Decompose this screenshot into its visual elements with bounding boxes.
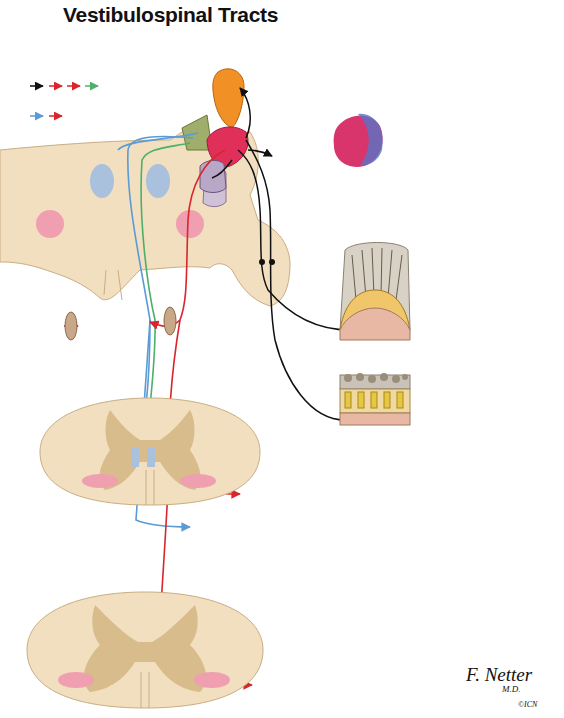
ganglion-cell: [259, 259, 265, 265]
otoconium: [344, 374, 352, 382]
ganglion: [65, 312, 77, 340]
tract-pink: [194, 672, 230, 688]
tract-pink: [180, 474, 216, 488]
copyright-mark: ©ICN: [518, 700, 537, 709]
legend-arrow: [49, 85, 62, 87]
hair-bundle: [388, 250, 392, 298]
hair-cell: [358, 392, 364, 408]
mlf-blue: [147, 447, 155, 467]
legend-arrow: [30, 85, 43, 87]
fastigial-nucleus-shade: [358, 114, 383, 166]
crista-ampullaris: [340, 243, 410, 341]
otoconium: [356, 373, 364, 381]
cord-grey-matter: [84, 605, 206, 692]
hair-bundle: [362, 250, 366, 298]
otolithic-membrane: [340, 375, 410, 389]
hair-cell: [384, 392, 390, 408]
hair-cell: [371, 392, 377, 408]
vestibular-branch: [248, 150, 272, 156]
legend-arrows: [30, 86, 98, 116]
mlf-blue: [131, 447, 139, 467]
hair-cell: [397, 392, 403, 408]
medial-tract: [118, 133, 198, 150]
legend-arrow: [85, 85, 98, 87]
hair-bundle: [396, 255, 402, 300]
legend-arrow: [67, 85, 80, 87]
vestibular-branch: [212, 160, 232, 178]
median-fissure: [104, 270, 122, 300]
ganglion: [164, 307, 176, 335]
superior-vestibular-nucleus: [213, 69, 244, 128]
hair-bundle: [381, 248, 382, 296]
vestibular-nerve-fiber: [246, 140, 345, 420]
mlf-blue: [90, 164, 114, 198]
otoconium: [368, 375, 376, 383]
hair-cell-layer: [340, 389, 410, 413]
mlf-blue: [146, 164, 170, 198]
tract-pink: [58, 672, 94, 688]
hair-cell: [345, 392, 351, 408]
ventral-fissure: [141, 672, 149, 708]
lumbar-cord-section: [27, 592, 263, 708]
legend-arrow: [49, 115, 62, 117]
ventral-fissure: [146, 470, 154, 505]
nucleus-pink: [36, 210, 64, 238]
otoconium: [402, 374, 408, 380]
signature-degree: M.D.: [502, 684, 521, 694]
macula-base: [340, 413, 410, 425]
hair-bundle: [372, 248, 374, 296]
medial-tract-green: [141, 143, 190, 430]
nucleus-pink: [176, 210, 204, 238]
cord-white-matter: [40, 398, 260, 505]
crista-base: [340, 308, 410, 340]
cord-white-matter: [27, 592, 263, 708]
vestibular-nerve-fiber: [238, 150, 350, 330]
signature: F. Netter: [466, 664, 532, 686]
vestibular-branch: [240, 88, 250, 138]
diagram-title: Vestibulospinal Tracts: [63, 3, 278, 27]
otoconium: [392, 375, 400, 383]
tract-pink: [82, 474, 118, 488]
legend-arrow: [30, 115, 43, 117]
otoconium: [380, 373, 388, 381]
ganglion-cell: [269, 259, 275, 265]
inferior-vestibular-nucleus: [200, 160, 226, 192]
cervical-cord-section: [40, 398, 260, 505]
macula: [340, 373, 410, 425]
hair-bundle: [352, 255, 356, 300]
